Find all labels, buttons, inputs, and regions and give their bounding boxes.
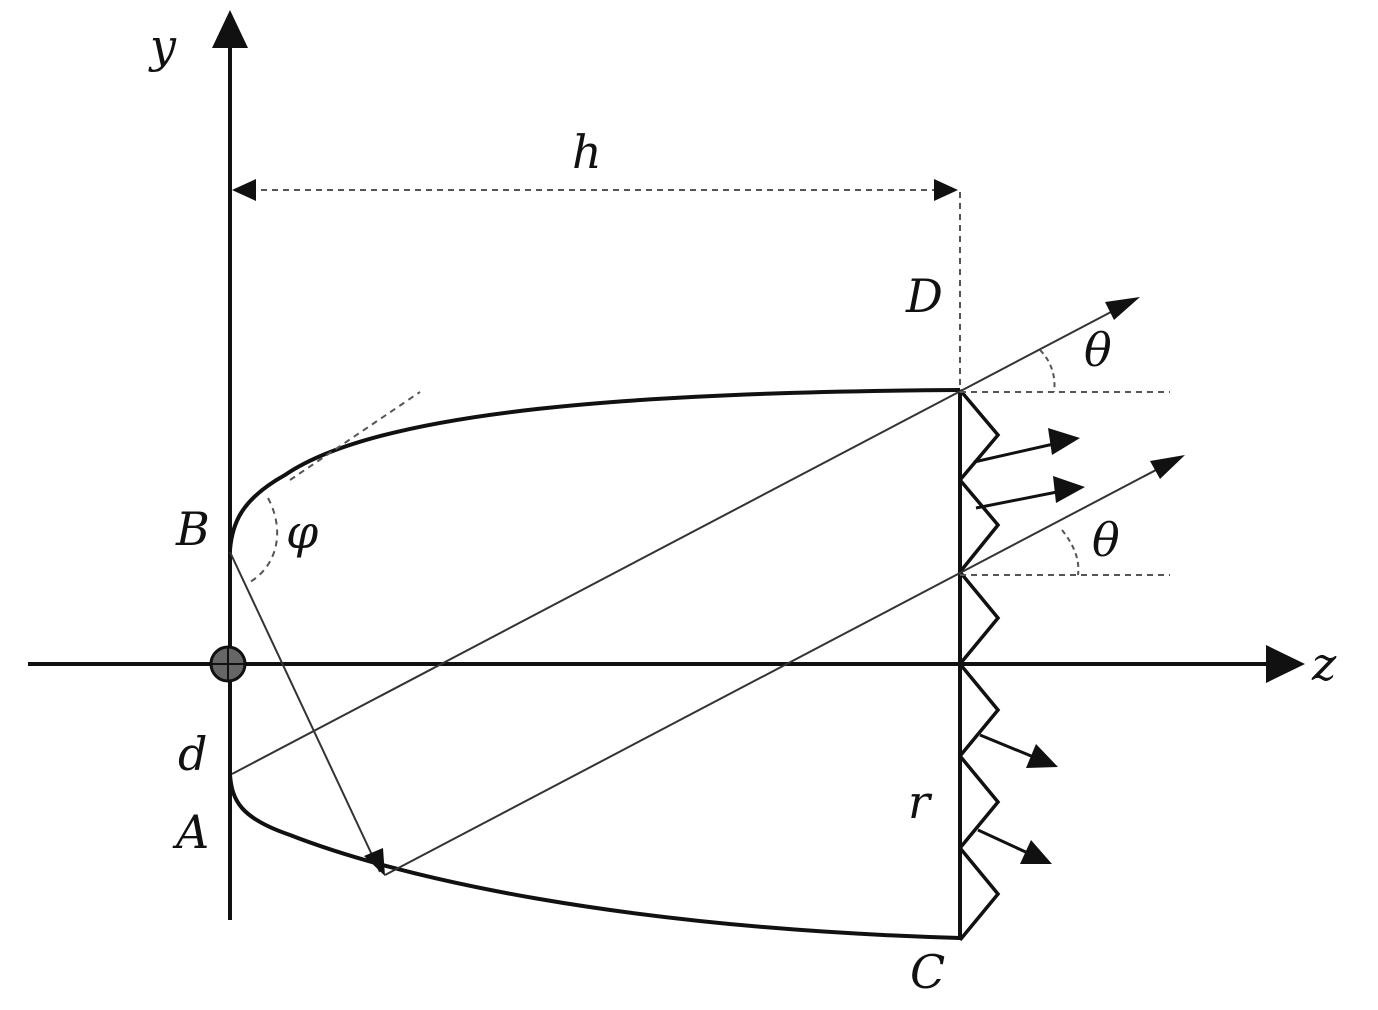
ray-lines: [229, 297, 1185, 876]
phi-arc: [249, 497, 279, 583]
z-axis-label: z: [1311, 637, 1337, 691]
origin-marker: [209, 645, 247, 683]
angle-phi-label: φ: [286, 505, 319, 559]
point-B-label: B: [175, 502, 210, 556]
angle-theta-lower-label: θ: [1092, 513, 1120, 567]
dimension-r-label: r: [908, 775, 933, 829]
radiation-arrows: [973, 428, 1085, 864]
point-C-label: C: [910, 945, 945, 999]
dimension-h: [232, 179, 961, 388]
dimension-d-label: d: [178, 727, 207, 781]
y-axis: [212, 10, 248, 920]
dimension-h-label: h: [572, 125, 602, 179]
tangent-line: [289, 391, 421, 481]
aperture-plane: [957, 388, 1001, 942]
reflector-curve: [228, 388, 961, 551]
y-axis-label: y: [148, 19, 177, 73]
theta-reference-lines: [960, 349, 1170, 576]
angle-theta-upper-label: θ: [1084, 323, 1112, 377]
reflector-curve-lower: [228, 774, 961, 940]
point-A-label: A: [172, 805, 209, 859]
point-D-label: D: [905, 269, 943, 323]
